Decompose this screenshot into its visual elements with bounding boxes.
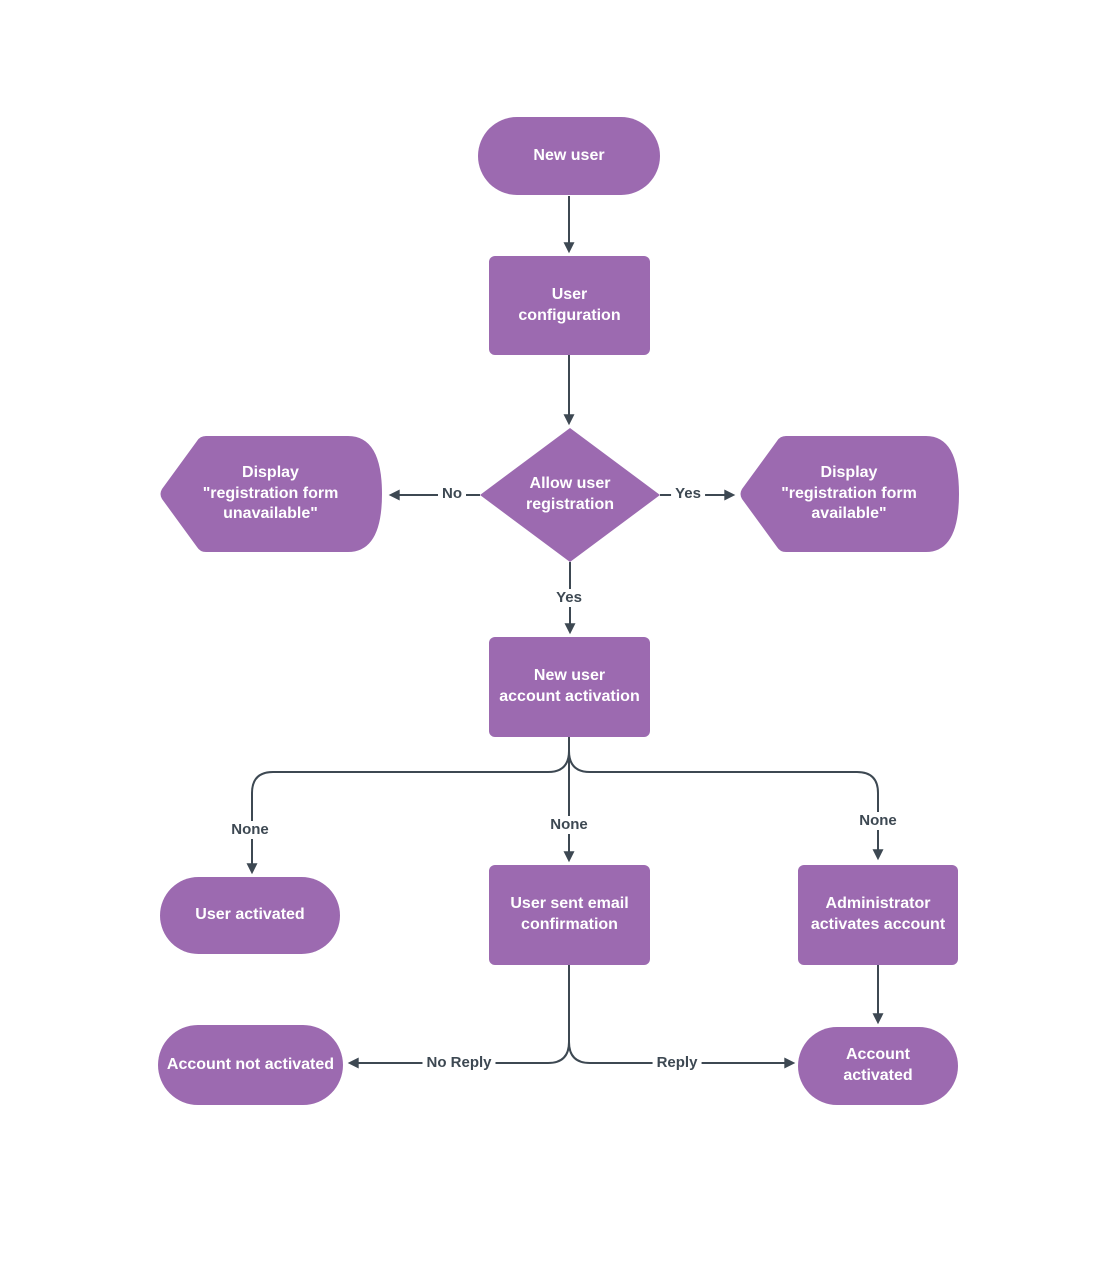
node-new-user-account-activation: New user account activation: [489, 637, 650, 737]
node-email-confirmation-label: User sent email confirmation: [510, 895, 629, 933]
node-account-activation-label: New user account activation: [499, 667, 640, 705]
edge-label-yes-right: Yes: [671, 485, 705, 503]
node-account-activated-label: Account activated: [843, 1046, 913, 1084]
edge-label-no-reply: No Reply: [422, 1054, 496, 1072]
node-user-activated: User activated: [160, 877, 340, 954]
edge-label-none-right: None: [855, 812, 901, 830]
node-account-not-activated-label: Account not activated: [166, 1055, 335, 1073]
edge-label-none-left: None: [227, 821, 273, 839]
edge-activation-fork-right: [568, 737, 884, 861]
node-new-user-label: New user: [533, 146, 605, 164]
display-shape: [160, 436, 382, 552]
node-account-not-activated: Account not activated: [158, 1025, 343, 1105]
display-shape: [740, 436, 959, 552]
node-display-registration-form-unavailable: Display "registration form unavailable": [158, 435, 383, 553]
node-display-unavailable-label: Display "registration form unavailable": [202, 463, 339, 523]
edge-email-reply-right: [568, 965, 796, 1069]
edge-label-none-center: None: [546, 816, 592, 834]
node-user-configuration: User configuration: [489, 256, 650, 355]
edge-label-no: No: [438, 485, 466, 503]
node-user-activated-label: User activated: [195, 906, 305, 924]
edge-label-reply: Reply: [652, 1054, 702, 1072]
node-new-user: New user: [478, 117, 660, 195]
node-allow-user-registration: Allow user registration: [480, 428, 660, 562]
edge-activation-fork-left: [246, 737, 570, 875]
node-admin-activates-label: Administrator activates account: [810, 895, 946, 933]
edge-label-yes-down: Yes: [552, 589, 586, 607]
node-display-registration-form-available: Display "registration form available": [738, 435, 960, 553]
node-account-activated: Account activated: [798, 1027, 958, 1105]
node-user-sent-email-confirmation: User sent email confirmation: [489, 865, 650, 965]
node-administrator-activates-account: Administrator activates account: [798, 865, 958, 965]
node-user-configuration-label: User configuration: [518, 285, 621, 324]
edge-email-noreply-left: [347, 965, 570, 1069]
node-allow-user-registration-label: Allow user registration: [525, 475, 614, 513]
node-display-available-label: Display "registration form available": [781, 463, 917, 523]
